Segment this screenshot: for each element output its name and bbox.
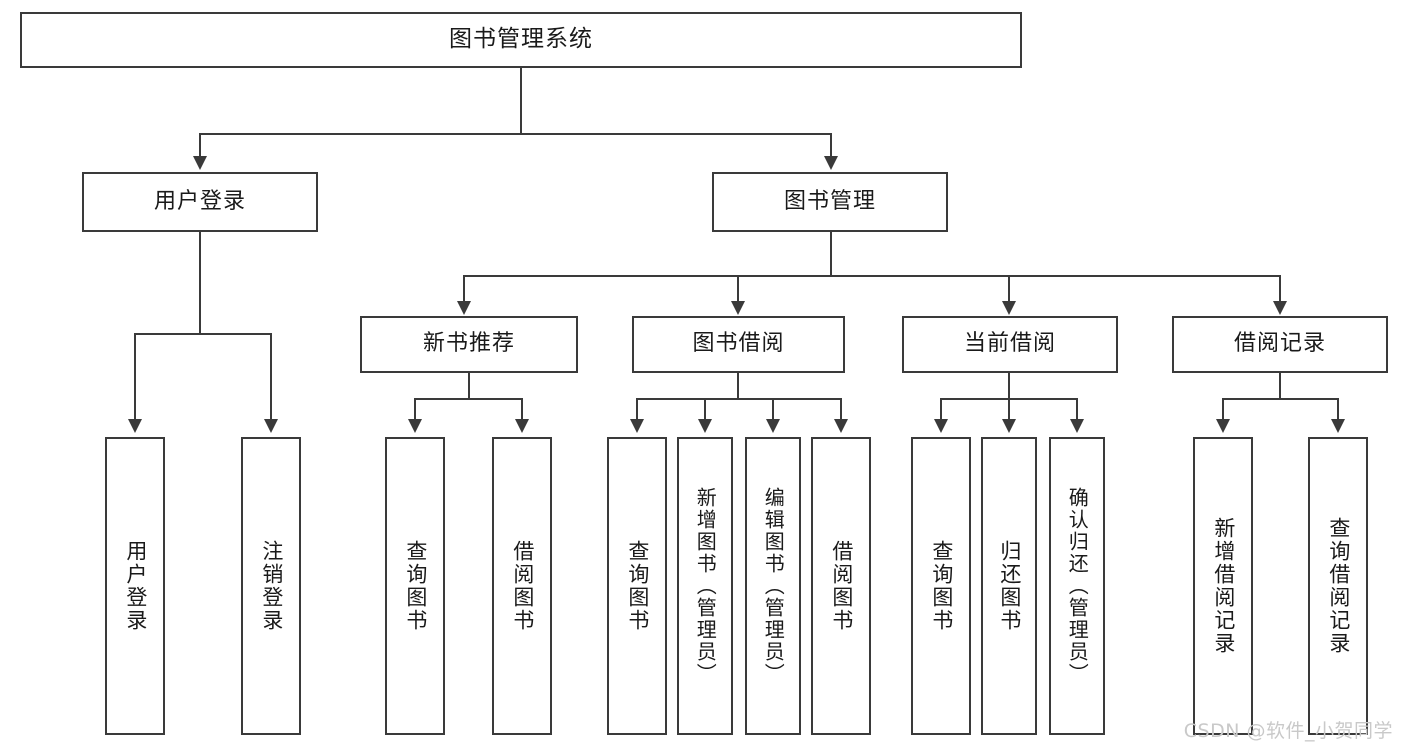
leaf-new-book-query-book[interactable]: 查询图书	[385, 437, 445, 735]
connector-br-bus	[1222, 398, 1338, 400]
connector-root-bus	[199, 133, 832, 135]
leaf-book-borrow-borrow-book[interactable]: 借阅图书	[811, 437, 871, 735]
node-current-borrow[interactable]: 当前借阅	[902, 316, 1118, 373]
connector-bb-leaf-1	[636, 398, 638, 421]
connector-nbr-leaf-2	[521, 398, 523, 421]
connector-bb-bus	[636, 398, 840, 400]
node-book-borrow[interactable]: 图书借阅	[632, 316, 845, 373]
connector-book-management-bus	[463, 275, 1281, 277]
connector-cb-stem	[1008, 373, 1010, 398]
node-root-library-management-system[interactable]: 图书管理系统	[20, 12, 1022, 68]
node-borrow-record[interactable]: 借阅记录	[1172, 316, 1388, 373]
leaf-current-borrow-confirm-return-admin[interactable]: 确认归还（管理员）	[1049, 437, 1105, 735]
connector-book-management-stem	[830, 232, 832, 275]
connector-cb-leaf-3	[1076, 398, 1078, 421]
connector-bm-to-book-borrow	[737, 275, 739, 303]
node-label: 用户登录	[123, 540, 148, 632]
node-label: 用户登录	[153, 188, 246, 214]
node-new-book-recommend[interactable]: 新书推荐	[360, 316, 578, 373]
node-label: 图书管理	[783, 188, 876, 214]
node-label: 查询借阅记录	[1326, 517, 1351, 655]
arrow-user-login-leaf-1	[128, 419, 142, 433]
connector-bb-leaf-3	[772, 398, 774, 421]
arrow-cb-leaf-3	[1070, 419, 1084, 433]
arrow-br-leaf-2	[1331, 419, 1345, 433]
connector-bm-to-new-book	[463, 275, 465, 303]
connector-br-leaf-1	[1222, 398, 1224, 421]
node-label: 借阅图书	[829, 540, 854, 632]
leaf-book-borrow-query-book[interactable]: 查询图书	[607, 437, 667, 735]
leaf-book-borrow-add-book-admin[interactable]: 新增图书（管理员）	[677, 437, 733, 735]
arrow-cb-leaf-2	[1002, 419, 1016, 433]
node-label: 当前借阅	[963, 331, 1056, 357]
leaf-current-borrow-query-book[interactable]: 查询图书	[911, 437, 971, 735]
node-book-management[interactable]: 图书管理	[712, 172, 948, 232]
node-user-login[interactable]: 用户登录	[82, 172, 318, 232]
node-label: 新书推荐	[422, 331, 515, 357]
arrow-bm-to-borrow-record	[1273, 301, 1287, 315]
connector-user-login-bus	[134, 333, 271, 335]
node-label: 借阅图书	[510, 540, 535, 632]
connector-user-login-stem	[199, 232, 201, 333]
connector-nbr-stem	[468, 373, 470, 398]
arrow-bm-to-current-borrow	[1002, 301, 1016, 315]
connector-bm-to-borrow-record	[1279, 275, 1281, 303]
arrow-bb-leaf-3	[766, 419, 780, 433]
leaf-book-borrow-edit-book-admin[interactable]: 编辑图书（管理员）	[745, 437, 801, 735]
connector-root-to-user-login	[199, 133, 201, 158]
node-label: 编辑图书（管理员）	[761, 487, 786, 685]
connector-bb-leaf-2	[704, 398, 706, 421]
node-label: 查询图书	[929, 540, 954, 632]
connector-bb-stem	[737, 373, 739, 398]
node-label: 图书借阅	[692, 331, 785, 357]
connector-bm-to-current-borrow	[1008, 275, 1010, 303]
leaf-user-login-login[interactable]: 用户登录	[105, 437, 165, 735]
node-label: 归还图书	[997, 540, 1022, 632]
arrow-nbr-leaf-1	[408, 419, 422, 433]
arrow-root-to-user-login	[193, 156, 207, 170]
arrow-bm-to-new-book	[457, 301, 471, 315]
arrow-bb-leaf-2	[698, 419, 712, 433]
arrow-nbr-leaf-2	[515, 419, 529, 433]
connector-br-stem	[1279, 373, 1281, 398]
arrow-root-to-book-management	[824, 156, 838, 170]
connector-root-stem	[520, 68, 522, 133]
leaf-new-book-borrow-book[interactable]: 借阅图书	[492, 437, 552, 735]
connector-nbr-leaf-1	[414, 398, 416, 421]
connector-br-leaf-2	[1337, 398, 1339, 421]
csdn-watermark: CSDN @软件_小贺同学	[1183, 720, 1393, 742]
leaf-borrow-record-add-record[interactable]: 新增借阅记录	[1193, 437, 1253, 735]
connector-user-login-leaf-1	[134, 333, 136, 421]
node-label: 确认归还（管理员）	[1065, 487, 1090, 685]
arrow-bb-leaf-1	[630, 419, 644, 433]
arrow-user-login-leaf-2	[264, 419, 278, 433]
leaf-user-login-logout[interactable]: 注销登录	[241, 437, 301, 735]
node-label: 借阅记录	[1233, 331, 1326, 357]
connector-root-to-book-management	[830, 133, 832, 158]
arrow-bb-leaf-4	[834, 419, 848, 433]
arrow-br-leaf-1	[1216, 419, 1230, 433]
arrow-cb-leaf-1	[934, 419, 948, 433]
leaf-current-borrow-return-book[interactable]: 归还图书	[981, 437, 1037, 735]
leaf-borrow-record-query-record[interactable]: 查询借阅记录	[1308, 437, 1368, 735]
connector-cb-leaf-2	[1008, 398, 1010, 421]
arrow-bm-to-book-borrow	[731, 301, 745, 315]
connector-bb-leaf-4	[840, 398, 842, 421]
node-label: 新增图书（管理员）	[693, 487, 718, 685]
node-label: 查询图书	[625, 540, 650, 632]
connector-nbr-bus	[414, 398, 522, 400]
node-label: 查询图书	[403, 540, 428, 632]
connector-cb-leaf-1	[940, 398, 942, 421]
node-label: 图书管理系统	[449, 26, 593, 53]
connector-user-login-leaf-2	[270, 333, 272, 421]
node-label: 新增借阅记录	[1211, 517, 1236, 655]
node-label: 注销登录	[259, 540, 284, 632]
